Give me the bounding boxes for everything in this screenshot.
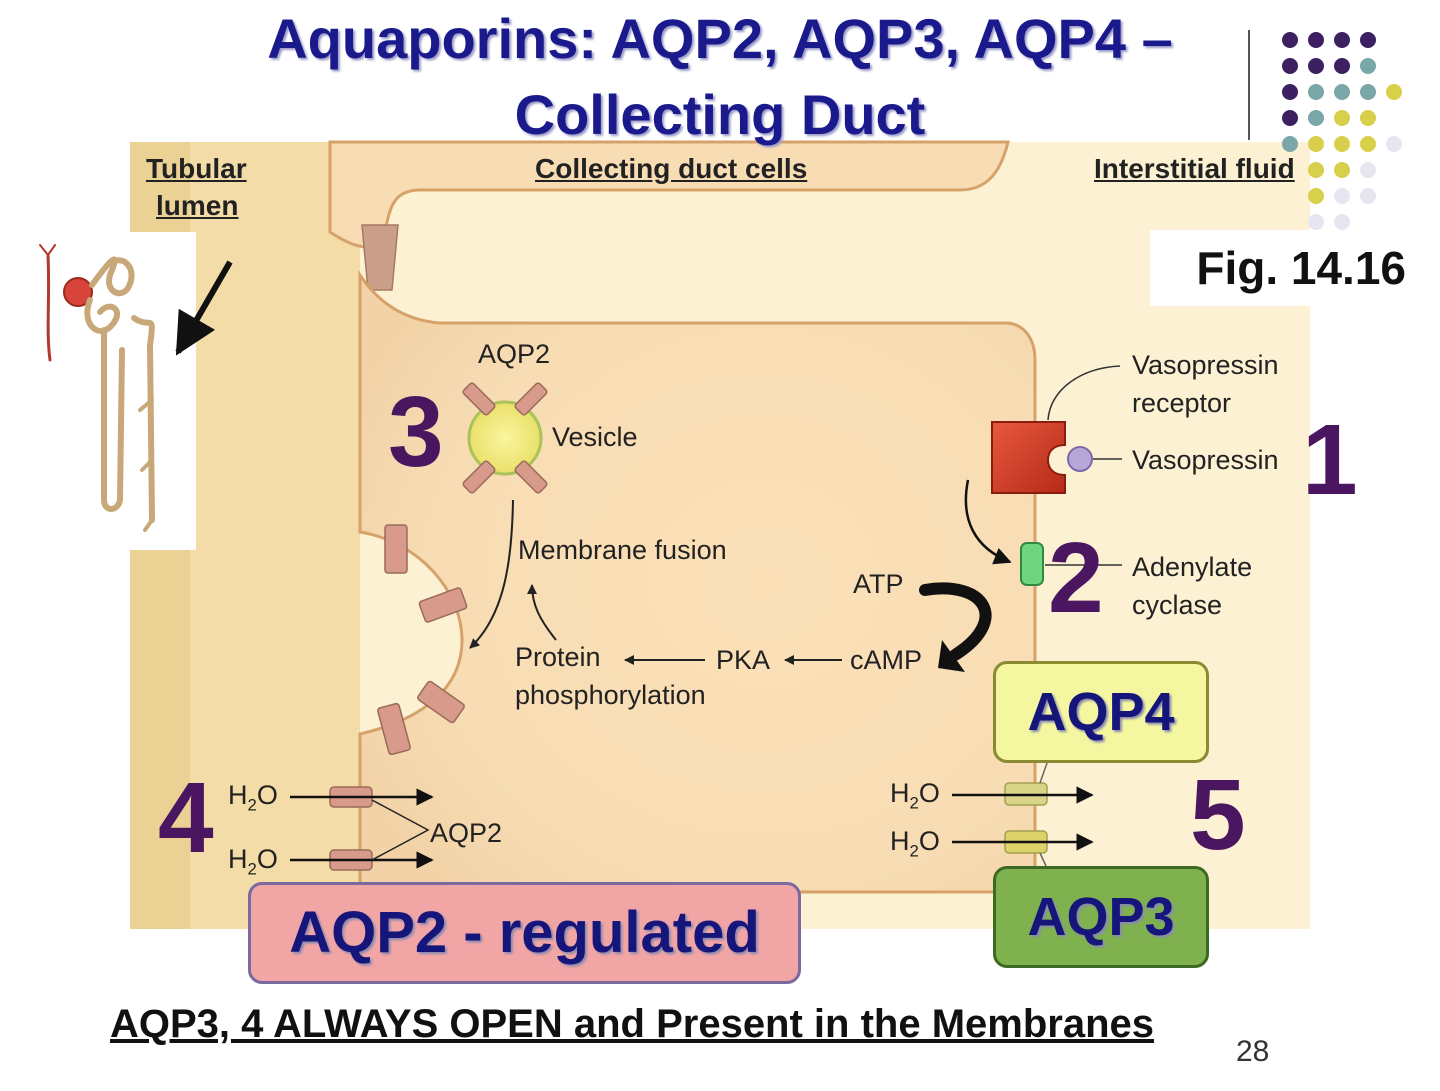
aqp2-membrane-channels: [377, 524, 468, 756]
header-collecting-duct-cells: Collecting duct cells: [535, 153, 808, 184]
label-aqp2-vesicle: AQP2: [478, 339, 551, 369]
label-protein: Protein: [515, 642, 601, 672]
slide-title-line2: Collecting Duct: [514, 83, 926, 146]
label-h2o-aqp2-top: H2O: [228, 780, 278, 815]
label-vasopressin-receptor-1: Vasopressin: [1132, 350, 1279, 380]
label-pka: PKA: [716, 645, 771, 675]
header-tubular: Tubular: [146, 153, 247, 184]
label-adenylate: Adenylate: [1132, 552, 1253, 582]
label-cyclase: cyclase: [1132, 590, 1223, 620]
header-interstitial-fluid: Interstitial fluid: [1094, 153, 1295, 184]
label-camp: cAMP: [850, 645, 923, 675]
step-1: 1: [1302, 404, 1358, 516]
label-vasopressin-receptor-2: receptor: [1132, 388, 1232, 418]
aqp2-vesicle: [462, 382, 548, 494]
step-5: 5: [1190, 759, 1246, 871]
label-h2o-aqp3: H2O: [890, 826, 940, 861]
tight-junction: [361, 224, 399, 291]
decorative-dot-grid: [1282, 32, 1402, 230]
vasopressin-molecule: [1067, 446, 1093, 472]
slide-title-line1: Aquaporins: AQP2, AQP3, AQP4 –: [267, 7, 1173, 70]
nephron-pointer-arrow: [175, 260, 233, 356]
aqp2-leader: [371, 799, 430, 861]
footer-note: AQP3, 4 ALWAYS OPEN and Present in the M…: [110, 1002, 1155, 1046]
receptor-leader: [1047, 365, 1121, 421]
atp-to-camp-arrow: [919, 582, 992, 661]
vasopressin-receptor: [991, 421, 1066, 494]
label-phosphorylation: phosphorylation: [515, 680, 706, 710]
figure-reference: Fig. 14.16: [1150, 230, 1420, 306]
step-4: 4: [158, 762, 214, 874]
label-h2o-aqp4: H2O: [890, 778, 940, 813]
label-aqp2-membrane: AQP2: [430, 818, 503, 848]
label-vesicle: Vesicle: [552, 422, 638, 452]
aqp4-box: AQP4: [993, 661, 1209, 763]
step-3: 3: [388, 376, 444, 488]
aqp2-regulated-box: AQP2 - regulated: [248, 882, 801, 984]
receptor-to-cyclase-arrow: [964, 479, 1012, 565]
membrane-fusion-arrow: [469, 499, 514, 649]
nephron-illustration: [39, 244, 155, 532]
step-2: 2: [1048, 522, 1104, 634]
label-atp: ATP: [853, 569, 904, 599]
nephron-illustration-bg: [30, 232, 196, 550]
page-number: 28: [1236, 1035, 1270, 1068]
label-vasopressin: Vasopressin: [1132, 445, 1279, 475]
adenylate-cyclase: [1020, 542, 1044, 586]
title-divider: [1248, 30, 1250, 140]
aqp3-box: AQP3: [993, 866, 1209, 968]
phosphorylation-arrow: [527, 584, 557, 641]
header-lumen: lumen: [156, 190, 239, 221]
label-h2o-aqp2-bottom: H2O: [228, 844, 278, 879]
label-membrane-fusion: Membrane fusion: [518, 535, 727, 565]
